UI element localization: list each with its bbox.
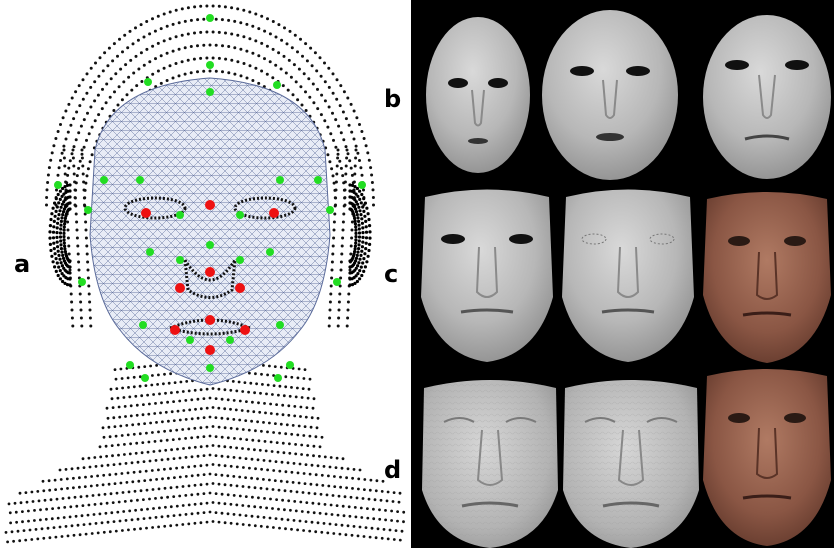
textured-face [703, 369, 831, 546]
panel-label-a: a [14, 252, 30, 276]
row-b-template-faces [426, 10, 831, 180]
panel-label-c: c [384, 262, 398, 286]
face-render [563, 380, 699, 548]
face-render [703, 15, 831, 179]
face-render [421, 190, 553, 363]
row-c-fitted-faces [421, 190, 831, 364]
face-render [562, 190, 694, 363]
face-render [426, 17, 530, 173]
face-render [422, 380, 558, 548]
row-d-detailed-faces [422, 369, 831, 548]
panel-label-d: d [384, 458, 401, 482]
panel-label-b: b [384, 87, 401, 111]
panel-a-head-point-cloud [5, 5, 406, 544]
face-render [542, 10, 678, 180]
